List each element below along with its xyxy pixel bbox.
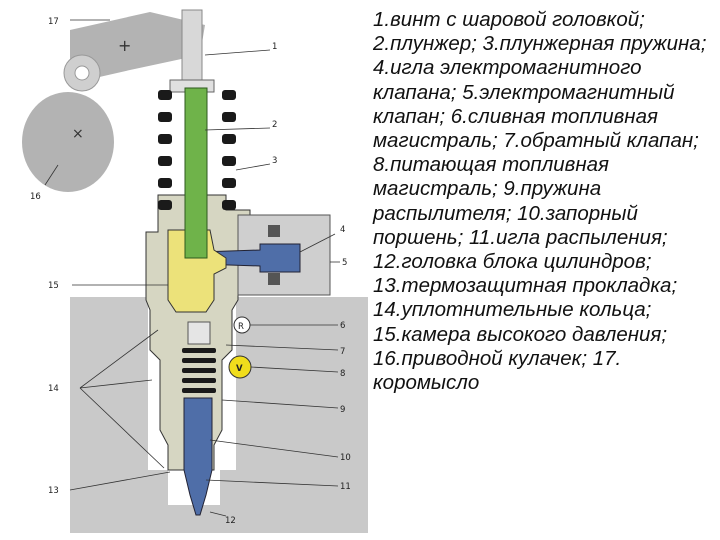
injector-diagram: + × R V <box>22 9 368 533</box>
label-4: 4 <box>340 225 345 235</box>
legend-item-10: 10.запорный поршень; <box>373 201 638 249</box>
label-7: 7 <box>340 347 345 357</box>
legend-item-13: 13.термозащитная прокладка; <box>373 274 678 298</box>
label-1: 1 <box>272 42 277 52</box>
legend-item-9: 9.пружина распылителя; <box>373 177 602 225</box>
label-15: 15 <box>48 281 59 291</box>
legend-item-15: 15.камера высокого давления; <box>373 322 668 346</box>
cam-center-icon: × <box>72 126 84 142</box>
high-pressure-chamber <box>167 229 227 313</box>
legend-item-12: 12.головка блока цилиндров; <box>373 250 652 274</box>
rocker-arm <box>70 12 205 78</box>
shutoff-piston <box>187 321 211 345</box>
legend-item-6: 6.сливная топливная магистраль; <box>373 104 658 153</box>
legend-paragraph: 1.винт с шаровой головкой; 2.плунжер; 3.… <box>373 8 713 395</box>
legend-item-16: 16.приводной кулачек; <box>373 346 588 370</box>
label-8: 8 <box>340 369 345 379</box>
legend-item-11: 11.игла распыления; <box>468 225 668 249</box>
legend-item-7: 7.обратный клапан; <box>503 129 699 153</box>
label-6: 6 <box>340 321 345 331</box>
nozzle-spring <box>182 348 216 393</box>
legend-item-8: 8.питающая топливная магистраль; <box>373 153 609 201</box>
ball-screw <box>181 9 203 83</box>
legend-text: 1.винт с шаровой головкой; 2.плунжер; 3.… <box>373 8 713 395</box>
label-5: 5 <box>342 258 347 268</box>
plunger-spring <box>158 90 236 210</box>
drive-cam <box>22 92 114 192</box>
legend-item-4: 4.игла электромагнитного клапана; <box>373 56 642 104</box>
legend-item-5: 5.электромагнитный клапан; <box>373 80 675 128</box>
label-9: 9 <box>340 405 345 415</box>
plunger <box>184 87 208 259</box>
legend-item-17: 17. коромысло <box>373 346 622 395</box>
nozzle-needle <box>183 397 213 516</box>
rocker-pivot-icon: + <box>118 36 131 55</box>
check-valve-letter: V <box>236 364 243 374</box>
legend-item-1: 1.винт с шаровой головкой; <box>373 8 645 31</box>
label-14: 14 <box>48 384 59 394</box>
label-11: 11 <box>340 482 351 492</box>
legend-item-3: 3.плунжерная пружина; <box>482 32 707 56</box>
label-17: 17 <box>48 17 59 27</box>
label-16: 16 <box>30 192 41 202</box>
label-13: 13 <box>48 486 59 496</box>
leader-lines <box>44 19 340 517</box>
label-3: 3 <box>272 156 277 166</box>
legend-item-2: 2.плунжер; <box>373 32 477 56</box>
legend-item-14: 14.уплотнительные кольца; <box>373 298 652 322</box>
return-valve-letter: R <box>238 322 244 332</box>
label-12: 12 <box>225 516 236 526</box>
label-10: 10 <box>340 453 351 463</box>
label-2: 2 <box>272 120 277 130</box>
